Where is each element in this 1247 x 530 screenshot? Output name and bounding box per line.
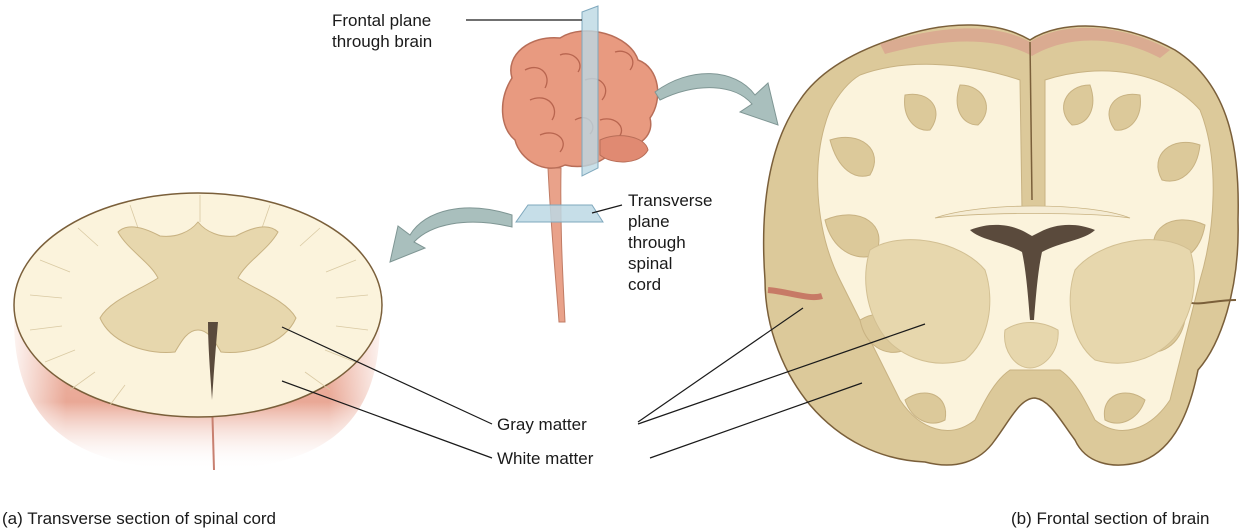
caption-spinal-cord: (a) Transverse section of spinal cord [2,508,276,529]
arrow-to-cord-section [390,208,512,262]
label-frontal-plane: Frontal plane through brain [332,10,432,52]
caption-brain: (b) Frontal section of brain [1011,508,1209,529]
brain-frontal-section [764,25,1239,465]
spinal-cord-stem [548,168,565,322]
label-transverse-plane: Transverse plane through spinal cord [628,190,712,295]
leader-transverse-plane [592,205,622,213]
spinal-cord-section [10,193,385,480]
label-white-matter: White matter [497,448,593,469]
leader-gray-brain-1 [638,308,803,422]
label-gray-matter: Gray matter [497,414,587,435]
arrow-to-brain-section [655,74,778,125]
transverse-plane-sheet [516,205,603,222]
frontal-plane-sheet [582,6,598,176]
